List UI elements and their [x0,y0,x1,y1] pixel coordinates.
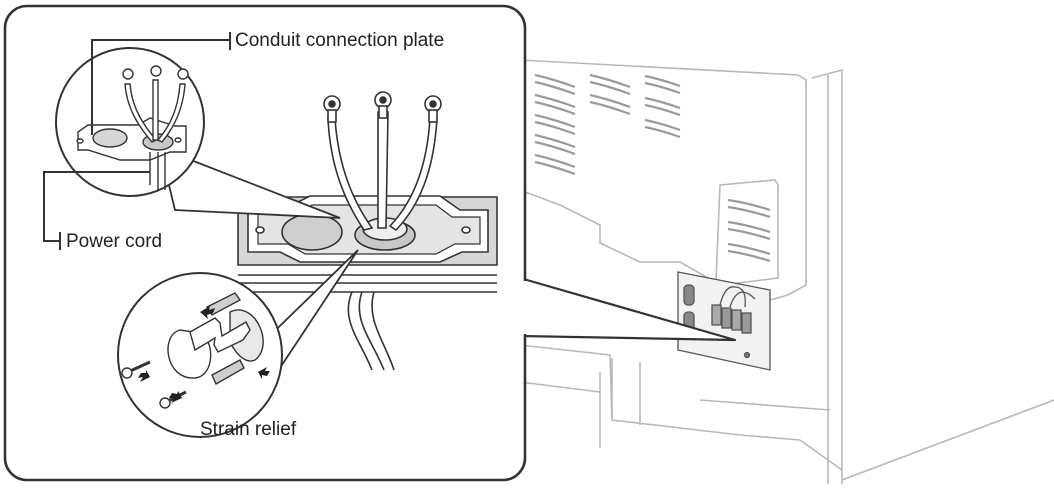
label-conduit-connection-plate: Conduit connection plate [235,30,445,51]
vent-slots [534,73,681,176]
power-cord-wires-main [323,91,442,232]
range-appliance-rear [519,59,1054,484]
terminal-block-small [677,271,771,371]
label-strain-relief: Strain relief [200,419,297,440]
label-power-cord: Power cord [66,231,163,252]
magnifier-bottom [117,249,359,438]
label-leaders [43,32,231,250]
mounting-rails [238,274,497,293]
direction-arrows [138,306,270,403]
strain-relief-clamp [121,292,264,409]
cable-below [347,291,395,371]
